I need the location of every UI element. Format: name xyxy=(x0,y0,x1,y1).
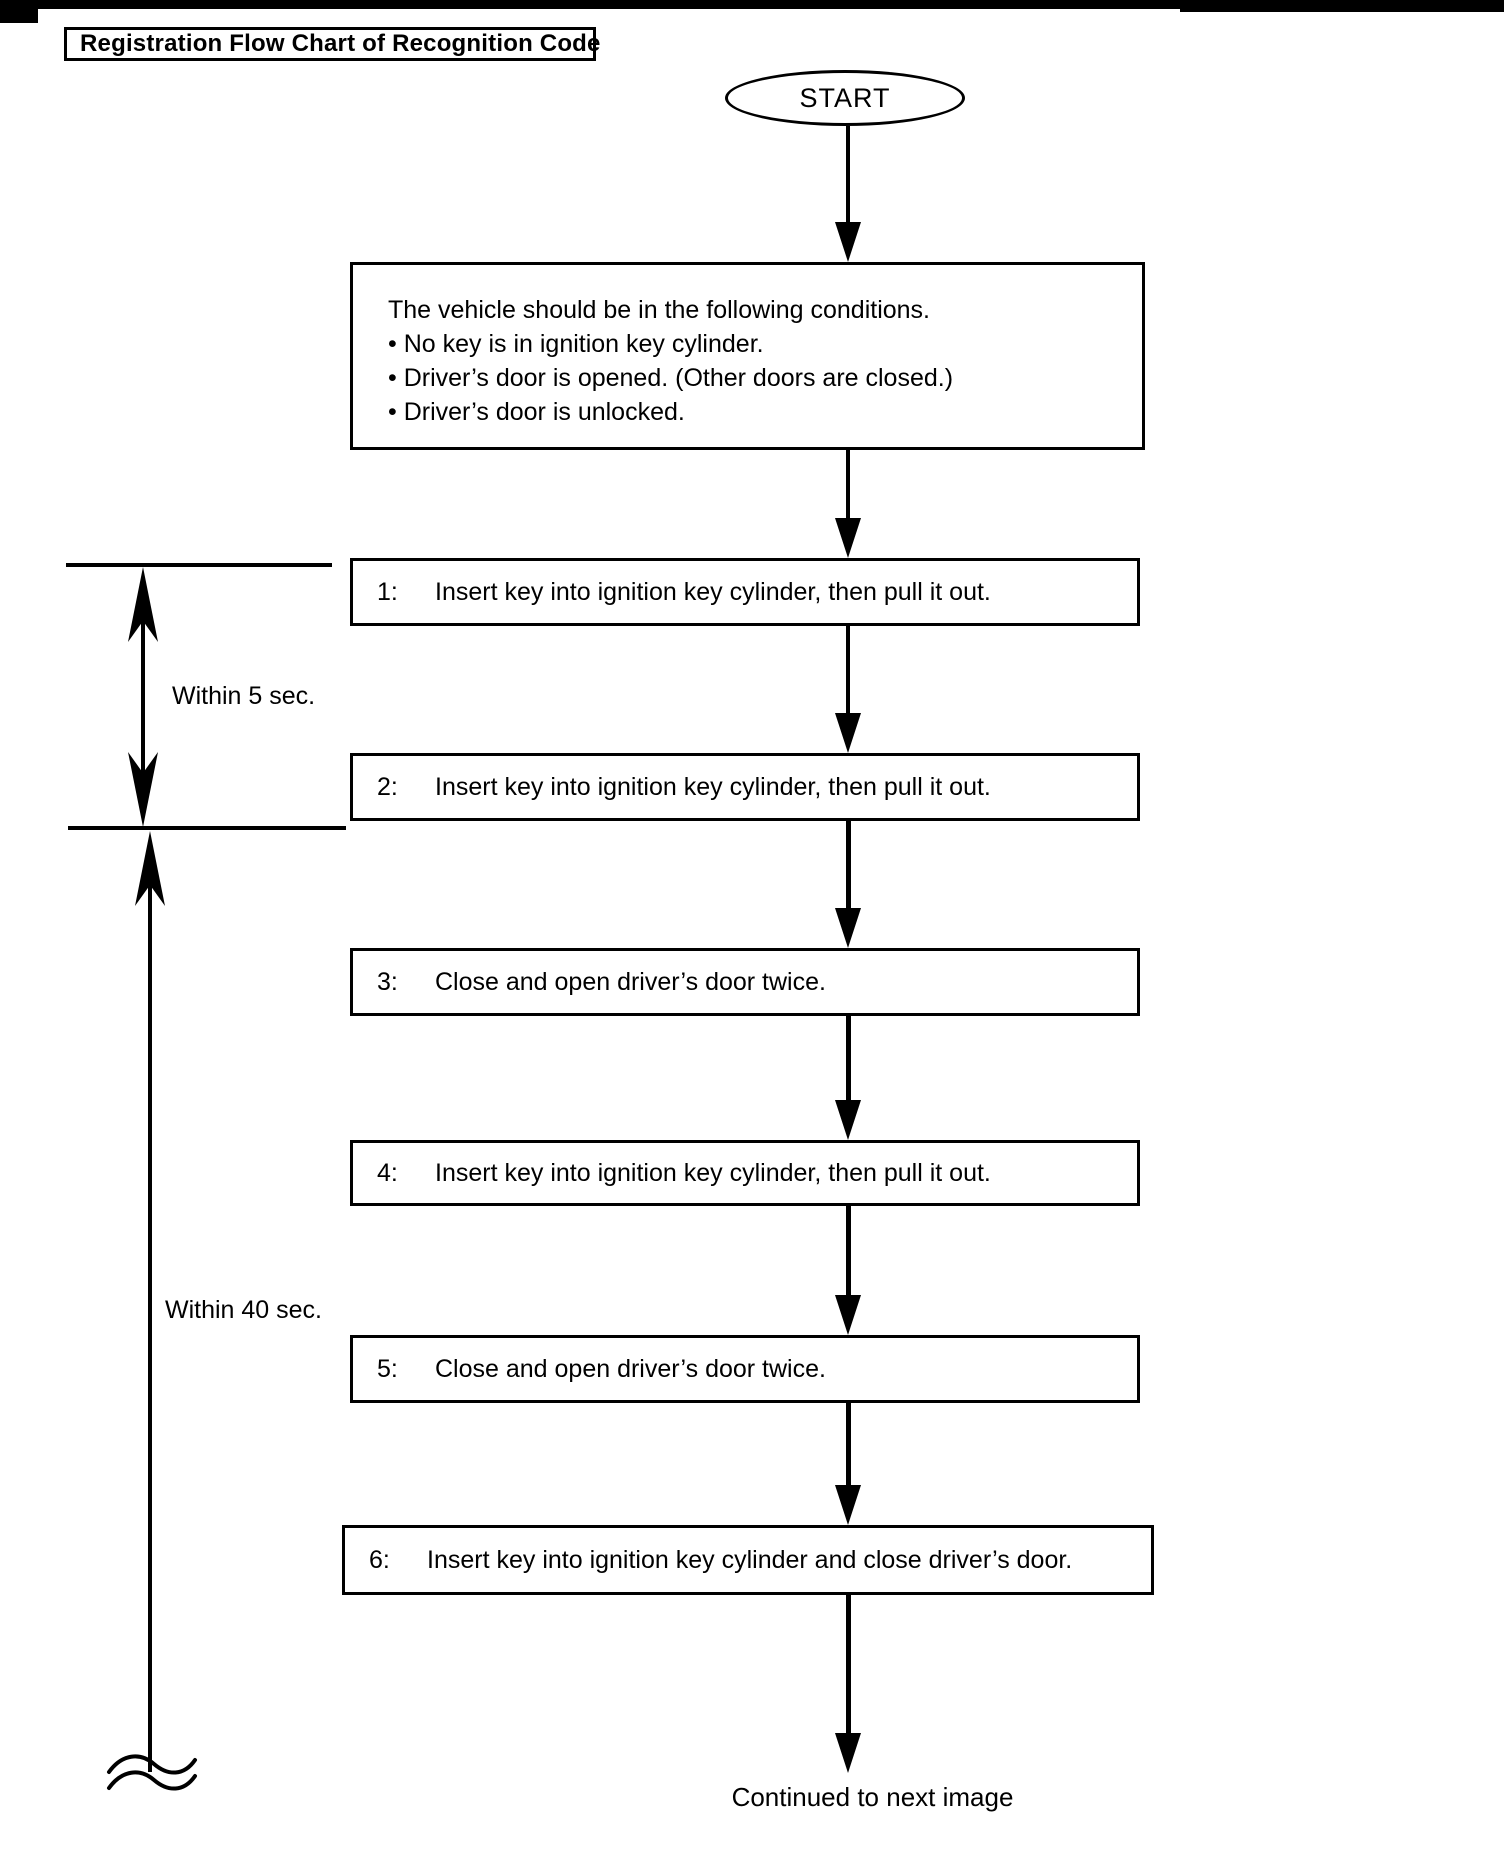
step-box-5: 5: Close and open driver’s door twice. xyxy=(350,1335,1140,1403)
break-squiggle-icon xyxy=(107,1754,197,1791)
flow-arrow-conditions-to-step1 xyxy=(833,450,863,558)
flow-arrow-step3-to-step4 xyxy=(833,1016,863,1140)
page-title: Registration Flow Chart of Recognition C… xyxy=(64,27,600,61)
flow-arrow-step5-to-step6 xyxy=(833,1403,863,1525)
arrowhead-down-icon xyxy=(835,518,861,558)
arrowhead-down-icon xyxy=(835,1733,861,1773)
step-number: 6: xyxy=(369,1545,390,1574)
arrowhead-down-icon xyxy=(835,713,861,753)
step-box-4: 4: Insert key into ignition key cylinder… xyxy=(350,1140,1140,1206)
arrowhead-up-icon xyxy=(128,567,158,642)
flow-arrow-step6-to-continued xyxy=(833,1595,863,1773)
arrowhead-down-icon xyxy=(835,1295,861,1335)
timeline-tick-middle xyxy=(68,826,346,830)
step-text: Close and open driver’s door twice. xyxy=(435,1354,826,1383)
condition-bullet: • Driver’s door is opened. (Other doors … xyxy=(388,364,954,392)
flow-arrow-step1-to-step2 xyxy=(833,626,863,753)
flow-arrow-step2-to-step3 xyxy=(833,821,863,948)
step-text: Close and open driver’s door twice. xyxy=(435,967,826,996)
conditions-intro: The vehicle should be in the following c… xyxy=(388,296,931,324)
step-box-6: 6: Insert key into ignition key cylinder… xyxy=(342,1525,1154,1595)
within-40-sec-label: Within 40 sec. xyxy=(165,1296,323,1324)
continued-label: Continued to next image xyxy=(731,1782,1014,1812)
arrowhead-down-icon xyxy=(835,908,861,948)
timeline-tick-top xyxy=(66,563,332,567)
scan-artifact-top-bar xyxy=(0,0,1504,9)
condition-bullet: • No key is in ignition key cylinder. xyxy=(388,330,764,358)
step-text: Insert key into ignition key cylinder, t… xyxy=(435,1158,991,1187)
scan-artifact-corner xyxy=(0,0,38,23)
condition-bullet: • Driver’s door is unlocked. xyxy=(388,398,685,426)
step-box-1: 1: Insert key into ignition key cylinder… xyxy=(350,558,1140,626)
arrowhead-down-icon xyxy=(835,1485,861,1525)
step-text: Insert key into ignition key cylinder, t… xyxy=(435,577,991,606)
step-number: 3: xyxy=(377,967,398,996)
within-40-sec-span-arrow xyxy=(135,831,165,1772)
arrowhead-up-icon xyxy=(135,831,165,906)
step-number: 1: xyxy=(377,577,398,606)
start-node: START xyxy=(725,70,965,126)
arrowhead-down-icon xyxy=(835,1100,861,1140)
scan-artifact-top-right xyxy=(1180,0,1504,12)
flow-arrow-step4-to-step5 xyxy=(833,1206,863,1335)
start-label: START xyxy=(799,82,891,113)
within-5-sec-span-arrow xyxy=(128,567,158,827)
step-number: 5: xyxy=(377,1354,398,1383)
arrowhead-down-icon xyxy=(128,752,158,827)
arrowhead-down-icon xyxy=(835,222,861,262)
flow-arrow-start-to-conditions xyxy=(833,126,863,262)
page-title-text: Registration Flow Chart of Recognition C… xyxy=(80,30,601,57)
step-number: 4: xyxy=(377,1158,398,1187)
step-text: Insert key into ignition key cylinder an… xyxy=(427,1545,1073,1574)
within-5-sec-label: Within 5 sec. xyxy=(172,682,316,710)
step-box-2: 2: Insert key into ignition key cylinder… xyxy=(350,753,1140,821)
step-text: Insert key into ignition key cylinder, t… xyxy=(435,772,991,801)
step-number: 2: xyxy=(377,772,398,801)
step-box-3: 3: Close and open driver’s door twice. xyxy=(350,948,1140,1016)
conditions-box: The vehicle should be in the following c… xyxy=(350,262,1145,450)
